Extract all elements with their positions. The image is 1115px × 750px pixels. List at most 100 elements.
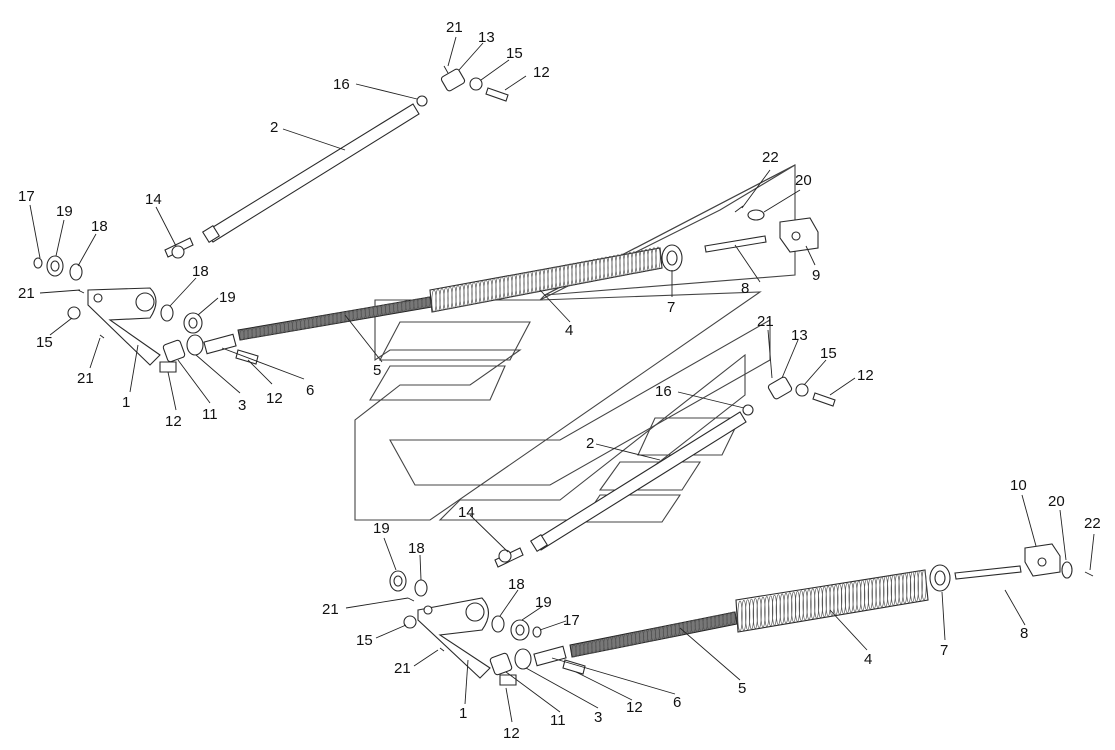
ring-18-upper-right [160, 304, 174, 322]
spring-coil [635, 631, 641, 645]
callout-12-upper-bottom-b: 12 [266, 390, 283, 407]
callout-18-upper-left: 18 [91, 218, 108, 235]
spring-coil [655, 246, 661, 270]
lower-assembly [389, 376, 1094, 686]
spring-coil [852, 581, 858, 612]
spring-coil [798, 590, 804, 622]
watermark-frames [354, 164, 796, 523]
spring-coil [611, 636, 617, 650]
rod-end-11-upper [162, 339, 186, 363]
spring-coil [810, 588, 816, 620]
spring-coil [623, 633, 629, 647]
cotter-21-lower-b [439, 647, 445, 652]
spring-coil [654, 627, 661, 641]
spring-coil [730, 611, 736, 625]
spring-coil [595, 639, 601, 653]
callout-21-upper-top: 21 [446, 19, 463, 36]
callout-8-upper: 8 [741, 280, 749, 297]
spring-coil [817, 587, 824, 618]
spring-coil [651, 247, 657, 271]
spring-coil [856, 580, 862, 612]
spring-coil [921, 569, 927, 601]
spring-coil [737, 600, 743, 632]
rod-2-lower [534, 411, 747, 551]
spring-coil [886, 575, 893, 607]
spring-coil [686, 620, 692, 634]
cotter-21-upper-b [99, 334, 105, 339]
spring-coil [662, 625, 668, 639]
rod-2-upper-end [201, 224, 221, 244]
spring-coil [487, 278, 493, 302]
spring-coil [627, 633, 633, 646]
spring-coil [702, 617, 708, 631]
callout-21-lower-bottom: 21 [394, 660, 411, 677]
callout-6-upper: 6 [306, 382, 314, 399]
spring-coil [666, 624, 672, 638]
callout-17-lower: 17 [563, 612, 580, 629]
spring-coil [591, 258, 597, 282]
spring-coil [756, 597, 762, 629]
spring-coil [741, 600, 747, 631]
ring-18-upper-left [69, 263, 83, 281]
spring-coil [631, 251, 637, 274]
callout-10-lower: 10 [1010, 477, 1027, 494]
callout-2-lower: 2 [586, 435, 594, 452]
callout-18-lower-right: 18 [508, 576, 525, 593]
spring-coil [475, 281, 481, 304]
spring-coil [678, 622, 684, 636]
callout-17-upper: 17 [18, 188, 35, 205]
spring-coil [479, 280, 485, 304]
callout-1-lower: 1 [459, 705, 467, 722]
spring-coil [768, 595, 774, 627]
nut-3-upper [186, 334, 204, 356]
callout-11-upper: 11 [202, 406, 218, 423]
spring-coil [425, 296, 431, 308]
nut-15-lower [403, 615, 417, 629]
spring-coil [867, 578, 873, 610]
callout-15-upper-top: 15 [506, 45, 523, 62]
callout-4-upper: 4 [565, 322, 573, 339]
spring-coil [690, 619, 696, 633]
spring-coil [587, 641, 593, 655]
spring-coil [646, 628, 653, 642]
spring-coil [631, 632, 637, 645]
spring-coil [775, 594, 781, 625]
spring-coil [595, 258, 601, 281]
spring-coil [579, 642, 585, 656]
spring-coil [431, 289, 437, 313]
spring-coil [643, 248, 649, 272]
spring-coil [439, 288, 445, 311]
spring-coil [515, 273, 521, 297]
spring-coil [583, 642, 589, 655]
cotter-22-lower [1084, 571, 1094, 577]
spring-coil [698, 618, 704, 631]
spring-coil [615, 254, 621, 278]
spring-coil [627, 252, 633, 275]
spring-coil [471, 281, 477, 305]
spring-coil [917, 570, 923, 601]
spring-coil [443, 287, 449, 311]
spring-coil [863, 579, 870, 611]
ring-18-lower-right [491, 615, 505, 633]
nut-3-lower [514, 648, 532, 670]
bushing-16-lower [742, 404, 754, 416]
spring-coil [898, 573, 904, 605]
spring-coil [615, 635, 621, 649]
spring-coil [587, 259, 593, 283]
spring-coil [539, 268, 545, 292]
spring-coil [829, 585, 835, 616]
spring-coil [844, 582, 850, 614]
spring-coil [821, 586, 827, 618]
pin-12-lower-top [812, 392, 836, 407]
spring-coil [455, 285, 461, 308]
spring-coil [682, 621, 688, 635]
threaded-rod-5-upper [237, 296, 433, 341]
spring-coil [748, 598, 755, 630]
spring-coil [752, 598, 758, 629]
callout-19-lower-left: 19 [373, 520, 390, 537]
pin-12-lower-a [499, 674, 517, 686]
spring-coil [718, 614, 724, 627]
spring-coil [563, 264, 569, 288]
cotter-22-upper [734, 205, 744, 213]
